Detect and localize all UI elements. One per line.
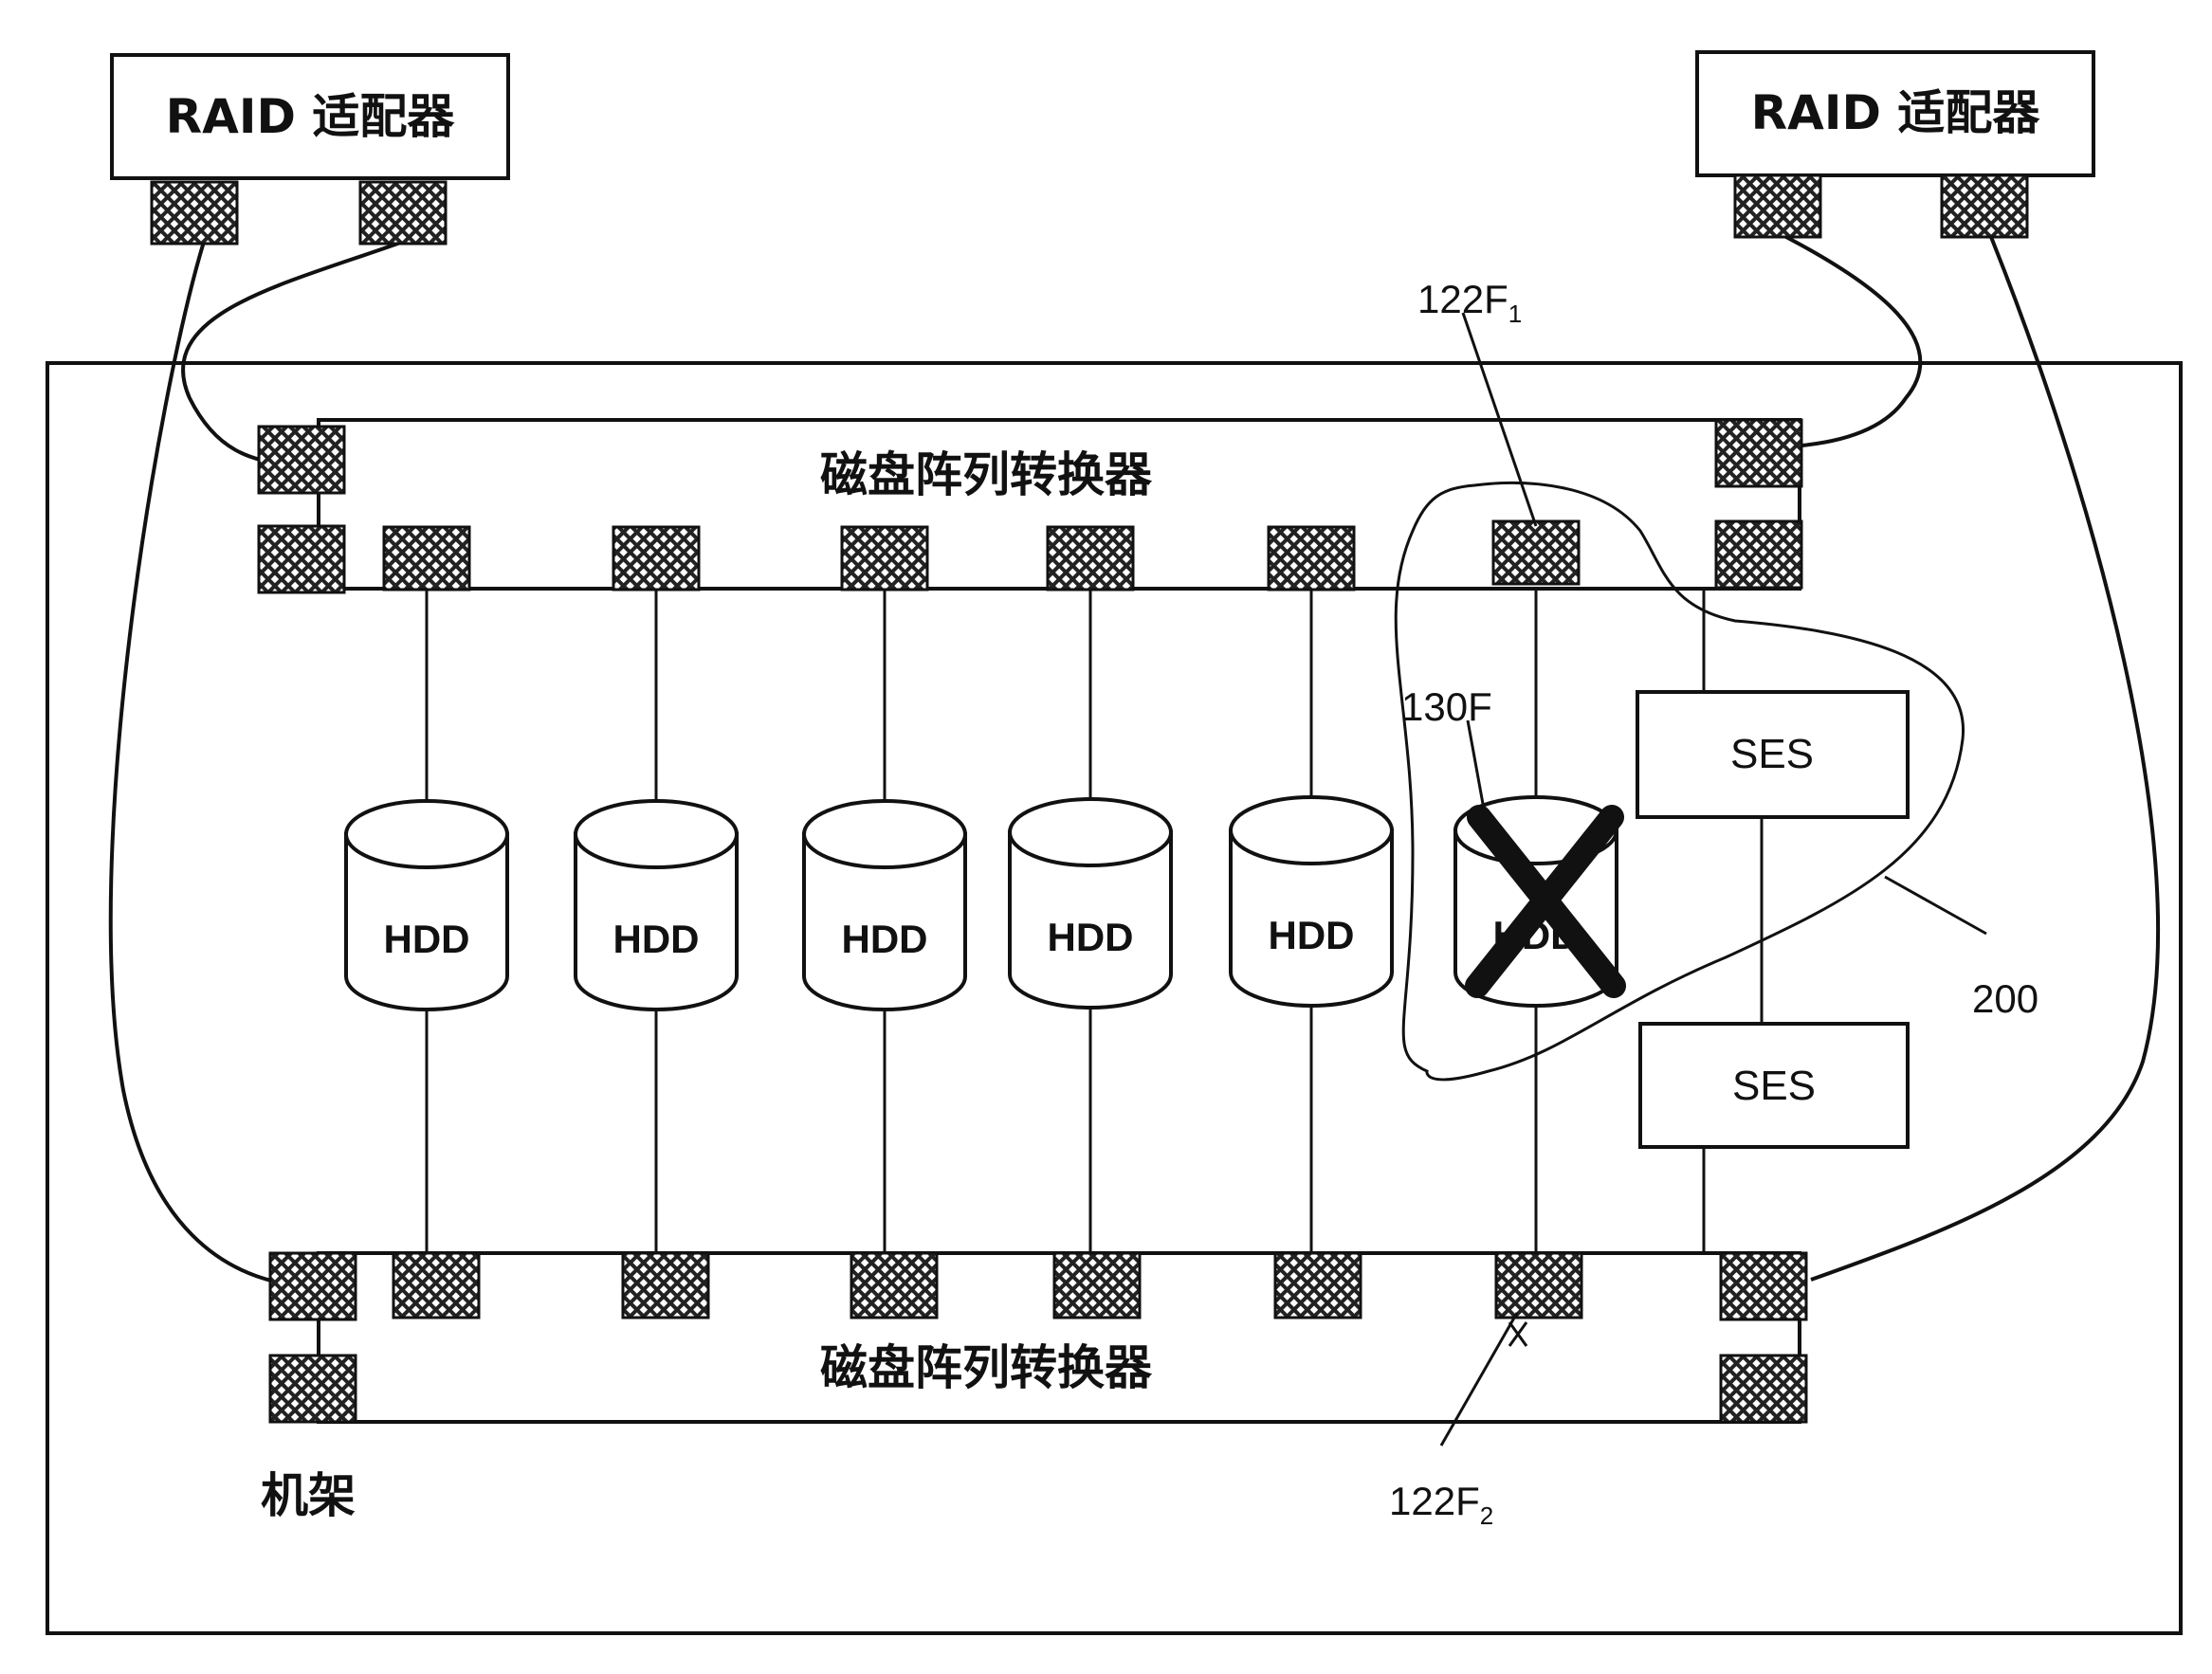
- leader-lines: [1439, 312, 1987, 1447]
- hdd-4: HDD: [1008, 797, 1173, 1010]
- switch-bottom-port-ext-1: [268, 1251, 357, 1321]
- switch-top-port-ext-1: [257, 425, 346, 495]
- adapter-right-port-2: [1940, 173, 2029, 239]
- ports: [150, 173, 2029, 1424]
- adapter-cables: [108, 233, 2161, 1283]
- callout-failed-drive: 130F: [1401, 684, 1492, 729]
- raid-adapter-right: RAID 适配器: [1695, 50, 2095, 177]
- hdd-5-label: HDD: [1269, 913, 1355, 957]
- switch-bottom-label: 磁盘阵列转换器: [820, 1340, 1153, 1395]
- hdd-1-label: HDD: [384, 917, 470, 961]
- adapter-left-port-2: [358, 180, 448, 246]
- switch-bottom-port-5: [1273, 1251, 1362, 1319]
- switch-bottom-port-ext-4: [1719, 1354, 1808, 1424]
- callout-port-bottom-base: 122F: [1389, 1479, 1480, 1523]
- callout-port-bottom: 122F2: [1389, 1479, 1493, 1530]
- switch-bottom-port-ext-2: [268, 1354, 357, 1424]
- switch-top-port-1: [382, 525, 471, 591]
- hdd-3-label: HDD: [842, 917, 928, 961]
- adapter-right-port-1: [1733, 173, 1822, 239]
- ses-upper-label: SES: [1730, 731, 1814, 777]
- switch-top-label: 磁盘阵列转换器: [820, 447, 1153, 502]
- callout-region: 200: [1972, 976, 2038, 1021]
- hdd-5: HDD: [1229, 795, 1394, 1008]
- callout-port-top-sub: 1: [1508, 300, 1522, 328]
- switch-bottom-port-6: [1494, 1251, 1583, 1319]
- hdd-1: HDD: [344, 799, 509, 1011]
- rack-label: 机架: [261, 1468, 356, 1523]
- adapter-left-port-1: [150, 180, 239, 246]
- switch-top-port-5: [1267, 525, 1356, 591]
- switch-top-port-ext-3: [1714, 418, 1803, 488]
- ses-lower-label: SES: [1732, 1063, 1816, 1109]
- ses-lower: SES: [1638, 1022, 1910, 1149]
- switch-bottom-port-3: [850, 1251, 939, 1319]
- callout-port-top-base: 122F: [1417, 277, 1508, 321]
- hdd-2-label: HDD: [613, 917, 700, 961]
- switch-top-port-ext-2: [257, 524, 346, 594]
- switch-bottom-port-2: [621, 1251, 710, 1319]
- switch-bottom-port-1: [392, 1251, 481, 1319]
- callout-port-bottom-sub: 2: [1480, 1501, 1493, 1530]
- switch-top-port-ext-4: [1714, 519, 1803, 590]
- raid-adapter-left-label: RAID 适配器: [166, 89, 456, 144]
- fault-domain-boundary: [1394, 482, 1965, 1082]
- failure-x-mark: [1465, 805, 1626, 998]
- raid-adapter-right-label: RAID 适配器: [1751, 85, 2041, 140]
- callout-port-top: 122F1: [1417, 277, 1522, 328]
- switch-bottom-port-4: [1052, 1251, 1142, 1319]
- hdd-group: HDD HDD HDD HDD HDD HDD: [344, 795, 1618, 1011]
- switch-top-port-4: [1046, 525, 1135, 591]
- hdd-2: HDD: [574, 799, 739, 1011]
- switch-top-port-3: [840, 525, 929, 591]
- port-fault-mark: [1508, 1321, 1528, 1347]
- ses-upper: SES: [1636, 690, 1910, 819]
- raid-adapter-left: RAID 适配器: [110, 53, 510, 180]
- switch-top-port-6: [1491, 519, 1581, 586]
- rack-frame: [46, 361, 2183, 1635]
- hdd-4-label: HDD: [1048, 915, 1134, 959]
- switch-bottom-port-ext-3: [1719, 1251, 1808, 1321]
- switch-top-port-2: [612, 525, 701, 591]
- hdd-3: HDD: [802, 799, 967, 1011]
